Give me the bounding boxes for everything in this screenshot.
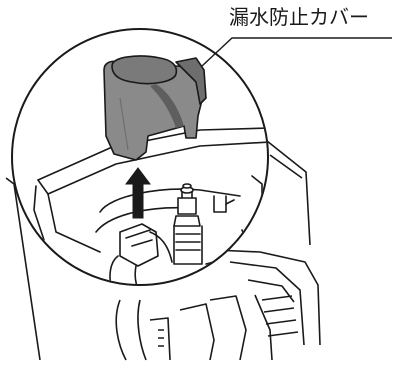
magnified-detail [33,127,267,284]
callout-leader [201,37,392,67]
arrow-up-icon [125,167,151,219]
leak-cover [103,55,207,161]
callout-label: 漏水防止カバー [229,5,369,29]
